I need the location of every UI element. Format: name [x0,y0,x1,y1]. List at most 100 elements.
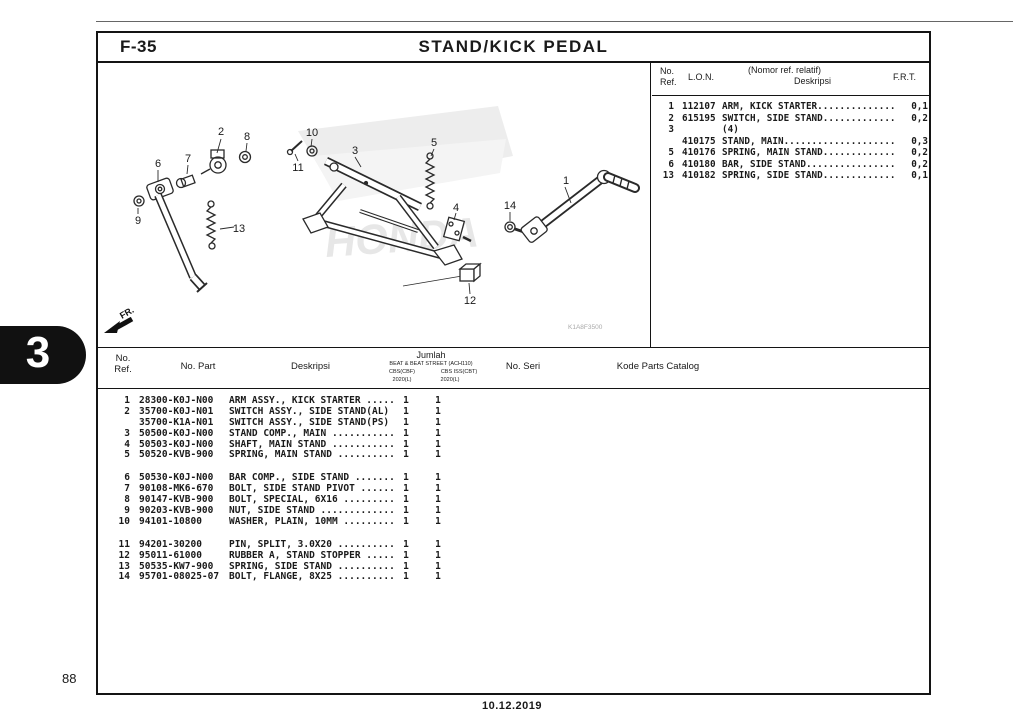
desc-cell: RUBBER A, STAND STOPPER ..... [229,549,395,561]
desc-cell: SWITCH ASSY., SIDE STAND(PS) [229,416,390,428]
reference-panel: No. Ref. L.O.N. (Nomor ref. relatif) Des… [652,61,929,347]
ref-cell: 3 [124,427,130,439]
lon-col-header: L.O.N. [688,72,715,82]
qty-cell: 1 [403,472,409,484]
qty-cell: 1 [435,416,441,428]
qty-cell: 1 [435,449,441,461]
desc-col-header: Deskripsi [290,361,331,372]
lon-cell: 410175 [682,135,716,147]
desc-cell: ARM ASSY., KICK STARTER ..... [229,395,395,406]
part-number-cell: 90108-MK6-670 [139,483,214,495]
lon-cell: 410182 [682,170,716,181]
diagram-code: K1A8F3500 [568,324,603,331]
qty-cell: 1 [403,395,409,406]
desc-cell: BOLT, SPECIAL, 6X16 ......... [229,494,395,506]
ref-table-row: 3(4) [652,124,929,136]
ref-cell: 11 [118,538,130,550]
lon-cell: 615195 [682,112,716,124]
frt-cell: 0,2 [911,112,928,124]
qty-cell: 1 [403,427,409,439]
jumlah-col-header: Jumlah [416,350,446,360]
ref-cell: 5 [668,147,674,158]
qty-cell: 1 [435,472,441,484]
ref-cell: 10 [118,515,130,527]
callout-numbers: 1 2 3 4 5 6 7 8 9 10 11 12 13 14 [135,126,569,307]
ref-cell: 2 [124,405,130,417]
qty-cell: 1 [403,538,409,550]
desc-cell: SWITCH, SIDE STAND............. [722,112,896,124]
ref-cell: 2 [668,112,674,124]
jumlah-year-2: 2020(L) [440,377,460,383]
parts-table-row: 35700-K1A-N01 SWITCH ASSY., SIDE STAND(PS… [98,417,929,428]
qty-cell: 1 [403,416,409,428]
qty-cell: 1 [403,483,409,495]
ref-col-header: Ref. [660,77,677,87]
ref-cell: 6 [124,472,130,484]
desc-cell: (4) [722,124,739,135]
qty-cell: 1 [403,449,409,461]
frt-cell: 0,2 [911,158,928,170]
part-number-cell: 90147-KVB-900 [139,494,214,506]
qty-cell: 1 [435,438,441,450]
qty-cell: 1 [435,395,441,406]
panel-divider [650,61,651,347]
ref-col-header: No. [115,353,131,364]
callout-10: 10 [306,127,318,139]
page-number: 88 [62,671,77,686]
qty-cell: 1 [435,515,441,527]
callout-7: 7 [185,153,191,165]
lon-cell: 112107 [682,101,716,112]
qty-cell: 1 [403,515,409,527]
qty-cell: 1 [403,405,409,417]
frt-cell: 0,2 [911,147,928,158]
ref-cell: 4 [124,438,130,450]
callout-leader-lines [137,138,572,295]
section-code: F-35 [120,37,157,56]
desc-cell: SPRING, SIDE STAND............. [722,170,896,181]
exploded-diagram: HONDA [98,61,650,347]
seri-col-header: No. Seri [505,361,541,372]
kick-starter-arm-drawing [504,169,640,243]
page-frame: F-35 STAND/KICK PEDAL HONDA [96,31,931,695]
part-col-header: No. Part [180,361,216,372]
qty-cell: 1 [403,571,409,583]
parts-table-header: No. Ref. No. Part Deskripsi Jumlah BEAT … [98,347,929,389]
qty-cell: 1 [403,505,409,517]
desc-cell: BOLT, SIDE STAND PIVOT ...... [229,483,395,495]
desc-cell: STAND, MAIN.................... [722,135,896,147]
desc-col-header: (Nomor ref. relatif) [748,65,822,75]
frt-cell: 0,1 [911,170,928,181]
reference-panel-header: No. Ref. L.O.N. (Nomor ref. relatif) Des… [652,61,929,96]
qty-cell: 1 [435,560,441,572]
desc-cell: SHAFT, MAIN STAND ........... [229,438,395,450]
callout-13: 13 [233,223,245,235]
ref-table-row: 2 615195 SWITCH, SIDE STAND............. 0,… [652,113,929,125]
part-number-cell: 35700-K1A-N01 [139,416,214,428]
side-stand-drawing [133,149,252,293]
qty-cell: 1 [435,571,441,583]
part-number-cell: 50500-K0J-N00 [139,427,214,439]
qty-cell: 1 [435,505,441,517]
part-number-cell: 95701-08025-07 [139,571,220,583]
ref-col-header: No. [660,66,675,76]
frt-cell: 0,3 [911,135,928,147]
callout-1: 1 [563,175,569,187]
ref-table-row: 410175 STAND, MAIN.................... 0,3 [652,136,929,148]
lon-cell: 410176 [682,147,716,158]
part-number-cell: 50503-K0J-N00 [139,438,214,450]
desc-cell: BAR COMP., SIDE STAND ....... [229,472,395,484]
